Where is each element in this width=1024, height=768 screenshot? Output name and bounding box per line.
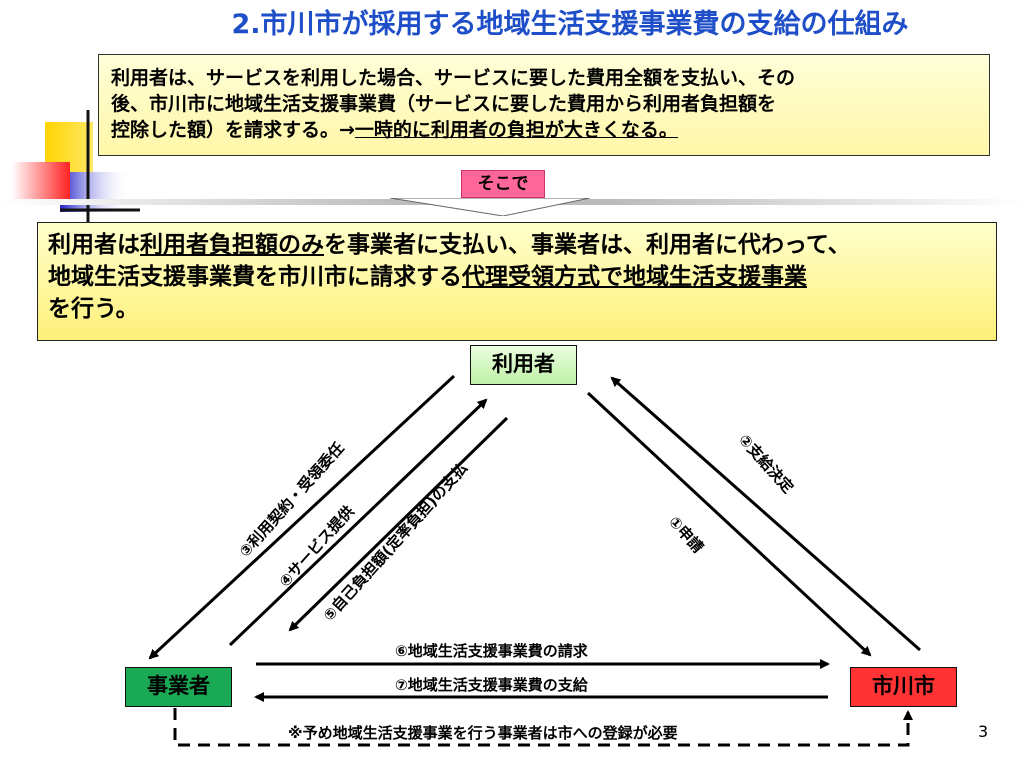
box1-line3-text: 控除した額）を請求する。→ (111, 119, 355, 141)
label-payment: ⑤自己負担額(定率負担)の支払 (320, 459, 471, 624)
box2-line3: を行う。 (48, 296, 139, 322)
description-box-proxy: 利用者は利用者負担額のみを事業者に支払い、事業者は、利用者に代わって、 地域生活… (37, 222, 997, 341)
box2-text-b: を事業者に支払い、事業者は、利用者に代わって、 (324, 232, 851, 258)
label-claim: ⑥地域生活支援事業費の請求 (395, 642, 589, 660)
box1-line2: 後、市川市に地域生活支援事業費（サービスに要した費用から利用者負担額を (111, 93, 777, 115)
box2-emphasis-b: 代理受領方式で地域生活支援事業 (462, 264, 807, 290)
node-user: 利用者 (470, 345, 577, 385)
arrow-contract (148, 374, 456, 660)
label-payout: ⑦地域生活支援事業費の支給 (395, 676, 589, 694)
box2-text-c: 地域生活支援事業費を市川市に請求する (48, 264, 462, 290)
arrow-registration (173, 708, 913, 747)
box2-line1: 利用者は利用者負担額のみを事業者に支払い、事業者は、利用者に代わって、 (48, 229, 986, 261)
section-divider (0, 198, 1024, 216)
node-provider: 事業者 (125, 667, 232, 707)
description-box-current: 利用者は、サービスを利用した場合、サービスに要した費用全額を支払い、その 後、市… (98, 54, 990, 156)
arrow-decision (610, 376, 921, 652)
page-title: 2.市川市が採用する地域生活支援事業費の支給の仕組み (231, 9, 909, 40)
node-city: 市川市 (850, 667, 957, 707)
page-number: 3 (978, 722, 989, 741)
arrow-service (228, 398, 488, 647)
label-decision: ②支給決定 (735, 431, 797, 497)
decorative-squares (12, 110, 140, 225)
label-application: ①申請 (665, 513, 707, 557)
box2-text-a: 利用者は (48, 232, 140, 258)
box1-line3: 控除した額）を請求する。→一時的に利用者の負担が大きくなる。 (111, 117, 977, 143)
arrow-application (586, 391, 872, 657)
transition-label: そこで (461, 170, 545, 198)
box2-line2: 地域生活支援事業費を市川市に請求する代理受領方式で地域生活支援事業 (48, 261, 986, 293)
label-registration-note: ※予め地域生活支援事業を行う事業者は市への登録が必要 (288, 724, 678, 742)
box1-line1: 利用者は、サービスを利用した場合、サービスに要した費用全額を支払い、その (111, 67, 796, 89)
arrow-payment (288, 416, 509, 632)
box2-emphasis-a: 利用者負担額のみ (140, 232, 324, 258)
box1-line3-emphasis: 一時的に利用者の負担が大きくなる。 (354, 119, 678, 141)
